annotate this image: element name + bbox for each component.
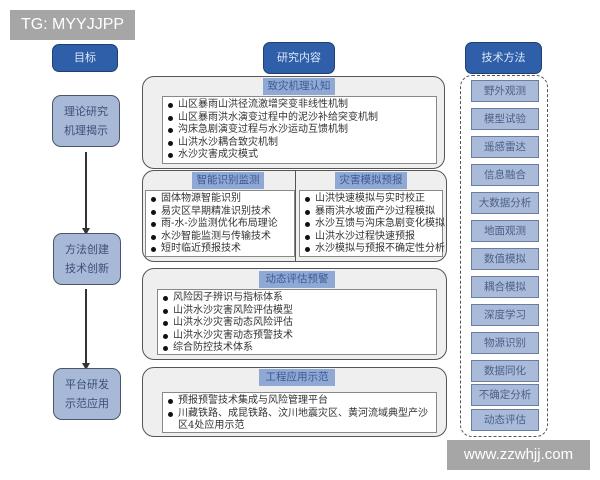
list-item: 水沙灾害成灾模式	[167, 149, 432, 162]
list-item: 山区暴雨洪水演变过程中的泥沙补给突变机制	[167, 112, 432, 125]
section-title-mechanism: 致灾机理认知	[263, 78, 335, 95]
methods-container: 野外观测 模型试验 遥感雷达 信息融合 大数据分析 地面观测 数值模拟 耦合模拟…	[460, 75, 548, 437]
section-title-simulation: 灾害模拟预报	[335, 172, 407, 189]
method-info-fusion: 信息融合	[471, 164, 539, 186]
method-uncertainty-analysis: 不确定分析	[471, 384, 539, 406]
list-item: 预报预警技术集成与风险管理平台	[167, 395, 432, 408]
list-simulation: 山洪快速模拟与实时校正 暴雨洪水坡面产沙过程模拟 水沙互馈与沟床急剧变化模拟 山…	[299, 190, 445, 257]
list-item: 水沙模拟与预报不确定性分析	[304, 243, 445, 256]
list-item: 山洪水沙灾害动态预警技术	[162, 330, 432, 343]
list-item: 风险因子辨识与指标体系	[162, 292, 432, 305]
list-item: 雨-水-沙监测优化布局理论	[150, 218, 290, 231]
arrow-line-2	[85, 289, 87, 365]
list-item: 山区暴雨山洪径流激增突变非线性机制	[167, 99, 432, 112]
list-item: 水沙互馈与沟床急剧变化模拟	[304, 218, 445, 231]
goal-platform-line2: 示范应用	[65, 397, 109, 410]
watermark-top-left: TG: MYYJJPP	[10, 10, 135, 40]
section-title-monitoring: 智能识别监测	[192, 172, 264, 189]
list-item: 短时临近预报技术	[150, 243, 290, 256]
watermark-bottom-right: www.zzwhjj.com	[447, 440, 590, 470]
arrow-down-icon	[82, 363, 90, 370]
header-tech-methods: 技术方法	[465, 42, 542, 74]
method-deep-learning: 深度学习	[471, 304, 539, 326]
method-big-data: 大数据分析	[471, 192, 539, 214]
section-title-assessment: 动态评估预警	[259, 271, 335, 288]
method-data-assimilation: 数据同化	[471, 360, 539, 382]
goal-method: 方法创建技术创新	[53, 233, 121, 285]
list-item: 山洪水沙灾害风险评估模型	[162, 305, 432, 318]
method-remote-sensing-radar: 遥感雷达	[471, 136, 539, 158]
method-ground-observation: 地面观测	[471, 220, 539, 242]
goal-method-line2: 技术创新	[65, 262, 109, 275]
list-item: 固体物源智能识别	[150, 193, 290, 206]
goal-platform: 平台研发示范应用	[53, 368, 121, 420]
list-item: 水沙智能监测与传输技术	[150, 231, 290, 244]
goal-theory: 理论研究机理揭示	[52, 95, 120, 147]
list-item: 山洪水沙灾害动态风险评估	[162, 317, 432, 330]
arrow-line-1	[85, 152, 87, 230]
list-item: 川藏铁路、成昆铁路、汶川地震灾区、黄河流域典型产沙区4处应用示范	[167, 408, 432, 433]
method-dynamic-assessment: 动态评估	[471, 409, 539, 431]
list-item: 山洪水沙耦合致灾机制	[167, 137, 432, 150]
method-source-identification: 物源识别	[471, 332, 539, 354]
method-field-observation: 野外观测	[471, 80, 539, 102]
goal-method-line1: 方法创建	[65, 243, 109, 256]
header-research-content: 研究内容	[263, 42, 335, 74]
goal-theory-line1: 理论研究	[64, 105, 108, 118]
list-item: 综合防控技术体系	[162, 342, 432, 355]
list-item: 易灾区早期精准识别技术	[150, 206, 290, 219]
method-model-test: 模型试验	[471, 108, 539, 130]
list-item: 山洪水沙过程快速预报	[304, 231, 438, 244]
list-assessment: 风险因子辨识与指标体系 山洪水沙灾害风险评估模型 山洪水沙灾害动态风险评估 山洪…	[157, 289, 437, 355]
list-item: 沟床急剧演变过程与水沙运动互馈机制	[167, 124, 432, 137]
goal-theory-line2: 机理揭示	[64, 124, 108, 137]
method-coupled-sim: 耦合模拟	[471, 276, 539, 298]
section-title-application: 工程应用示范	[259, 369, 335, 386]
list-item: 暴雨洪水坡面产沙过程模拟	[304, 206, 438, 219]
list-application: 预报预警技术集成与风险管理平台 川藏铁路、成昆铁路、汶川地震灾区、黄河流域典型产…	[162, 392, 437, 433]
list-monitoring: 固体物源智能识别 易灾区早期精准识别技术 雨-水-沙监测优化布局理论 水沙智能监…	[145, 190, 295, 257]
arrow-down-icon	[82, 228, 90, 235]
method-numerical-sim: 数值模拟	[471, 248, 539, 270]
list-mechanism: 山区暴雨山洪径流激增突变非线性机制 山区暴雨洪水演变过程中的泥沙补给突变机制 沟…	[162, 96, 437, 164]
goal-platform-line1: 平台研发	[65, 378, 109, 391]
header-goal: 目标	[52, 44, 118, 72]
list-item: 山洪快速模拟与实时校正	[304, 193, 438, 206]
